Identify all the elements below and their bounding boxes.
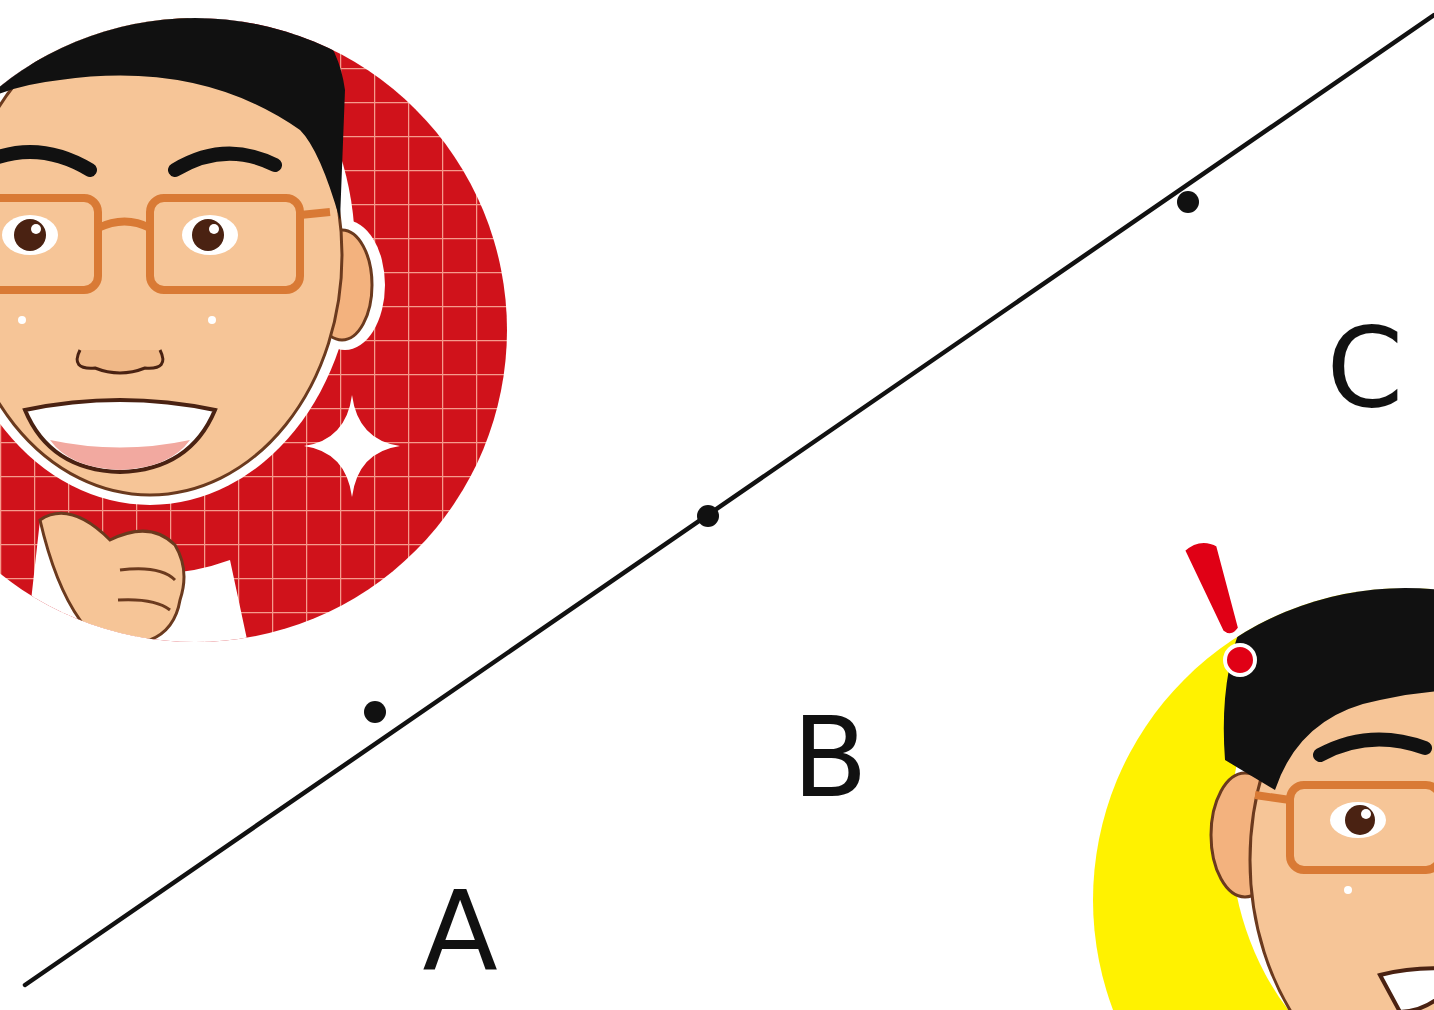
point-dot	[697, 505, 719, 527]
point-dot	[364, 701, 386, 723]
straight-line	[25, 15, 1434, 985]
surprised-avatar	[1093, 493, 1434, 1010]
point-label: B	[792, 703, 867, 813]
point-label: A	[422, 877, 497, 987]
point-dot	[1177, 191, 1199, 213]
point-label: C	[1327, 313, 1404, 423]
thinking-avatar	[0, 0, 507, 700]
